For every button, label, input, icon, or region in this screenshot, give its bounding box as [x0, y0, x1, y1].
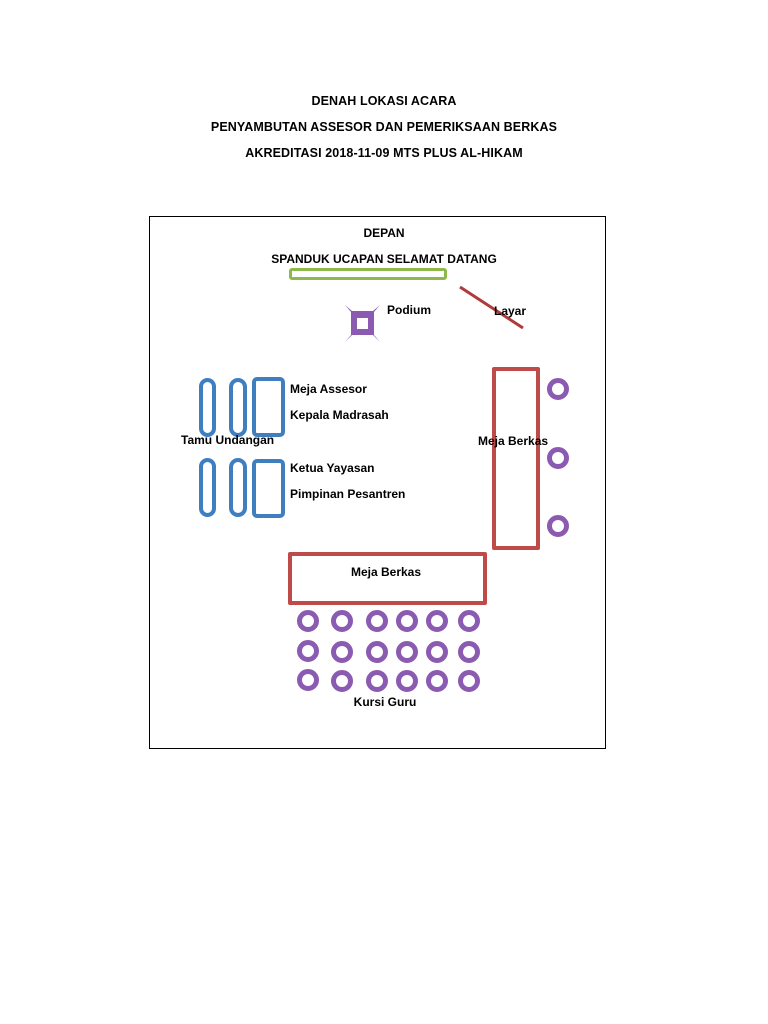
- podium-label: Podium: [387, 303, 431, 317]
- seat-label: Meja Assesor: [290, 382, 367, 396]
- floor-plan: DEPAN SPANDUK UCAPAN SELAMAT DATANG Podi…: [149, 216, 606, 749]
- guest-chair: [229, 458, 247, 517]
- plan-drawings: [345, 285, 524, 342]
- teacher-chair: [426, 610, 448, 632]
- teacher-chair: [331, 610, 353, 632]
- seat-label: Kepala Madrasah: [290, 408, 389, 422]
- guest-table: [252, 377, 285, 437]
- title-line-3: AKREDITASI 2018-11-09 MTS PLUS AL-HIKAM: [245, 146, 523, 160]
- podium-icon: [345, 305, 380, 342]
- seat-label: Pimpinan Pesantren: [290, 487, 406, 501]
- bottom-table-label: Meja Berkas: [350, 565, 422, 579]
- screen-label: Layar: [494, 304, 527, 318]
- right-table-label: Meja Berkas: [478, 434, 549, 448]
- teacher-chair: [297, 640, 319, 662]
- file-table-bottom: [288, 552, 487, 605]
- teacher-chair: [458, 670, 480, 692]
- file-table-right: [492, 367, 540, 550]
- teacher-chair: [426, 641, 448, 663]
- guest-chair: [199, 378, 216, 437]
- teacher-chair: [396, 610, 418, 632]
- chair-right: [547, 378, 569, 400]
- guest-chair: [199, 458, 216, 517]
- banner-shape: [289, 268, 447, 280]
- teacher-chair: [458, 641, 480, 663]
- teacher-chair: [331, 670, 353, 692]
- teacher-chair: [396, 670, 418, 692]
- teacher-chair: [366, 610, 388, 632]
- teacher-chair: [458, 610, 480, 632]
- title-line-1: DENAH LOKASI ACARA: [311, 94, 457, 108]
- guest-chair: [229, 378, 247, 437]
- teachers-label: Kursi Guru: [353, 695, 417, 709]
- guest-table: [252, 459, 285, 518]
- front-label: DEPAN: [363, 226, 405, 240]
- teacher-chair: [331, 641, 353, 663]
- teacher-chair: [426, 670, 448, 692]
- screen-line: [459, 285, 524, 330]
- teacher-chair: [366, 670, 388, 692]
- teacher-chair: [366, 641, 388, 663]
- teacher-chair: [297, 610, 319, 632]
- guests-label: Tamu Undangan: [181, 433, 275, 447]
- chair-right: [547, 515, 569, 537]
- teacher-chair: [297, 669, 319, 691]
- teacher-chair: [396, 641, 418, 663]
- title-line-2: PENYAMBUTAN ASSESOR DAN PEMERIKSAAN BERK…: [210, 120, 558, 134]
- banner-label: SPANDUK UCAPAN SELAMAT DATANG: [271, 252, 497, 266]
- chair-right: [547, 447, 569, 469]
- seat-label: Ketua Yayasan: [290, 461, 375, 475]
